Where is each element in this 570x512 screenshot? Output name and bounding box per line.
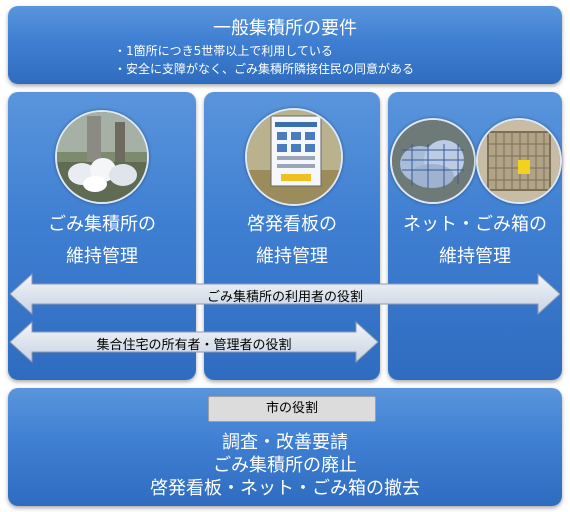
city-role-item: 啓発看板・ネット・ごみ箱の撤去 (150, 478, 420, 499)
requirement-item: ・安全に支障がなく、ごみ集積所隣接住民の同意がある (114, 62, 415, 76)
net-covered-bags-photo (390, 118, 476, 204)
requirements-panel: 一般集積所の要件 ・1箇所につき5世帯以上で利用している ・安全に支障がなく、ご… (8, 6, 562, 84)
city-role-item: 調査・改善要請 (222, 432, 348, 453)
owners-role-arrow (9, 320, 379, 364)
requirement-item: ・1箇所につき5世帯以上で利用している (114, 44, 333, 58)
garbage-cage-photo (476, 118, 562, 204)
column-label: 啓発看板の (247, 214, 337, 235)
requirements-title: 一般集積所の要件 (213, 18, 357, 39)
city-role-title: 市の役割 (208, 396, 376, 422)
notice-board-photo (245, 108, 343, 206)
net-bin-maintenance-panel: ネット・ごみ箱の 維持管理 (388, 92, 562, 380)
owners-role-label: 集合住宅の所有者・管理者の役割 (96, 338, 292, 353)
column-label: ネット・ごみ箱の (403, 214, 547, 235)
users-role-arrow (9, 272, 561, 316)
users-role-label: ごみ集積所の利用者の役割 (206, 290, 363, 305)
city-role-panel: 市の役割 調査・改善要請 ごみ集積所の廃止 啓発看板・ネット・ごみ箱の撤去 (8, 388, 562, 506)
city-role-item: ごみ集積所の廃止 (213, 455, 357, 476)
column-label: ごみ集積所の (48, 214, 156, 235)
garbage-bags-photo (55, 110, 149, 204)
column-label: 維持管理 (66, 246, 138, 267)
column-label: 維持管理 (256, 246, 328, 267)
column-label: 維持管理 (439, 246, 511, 267)
